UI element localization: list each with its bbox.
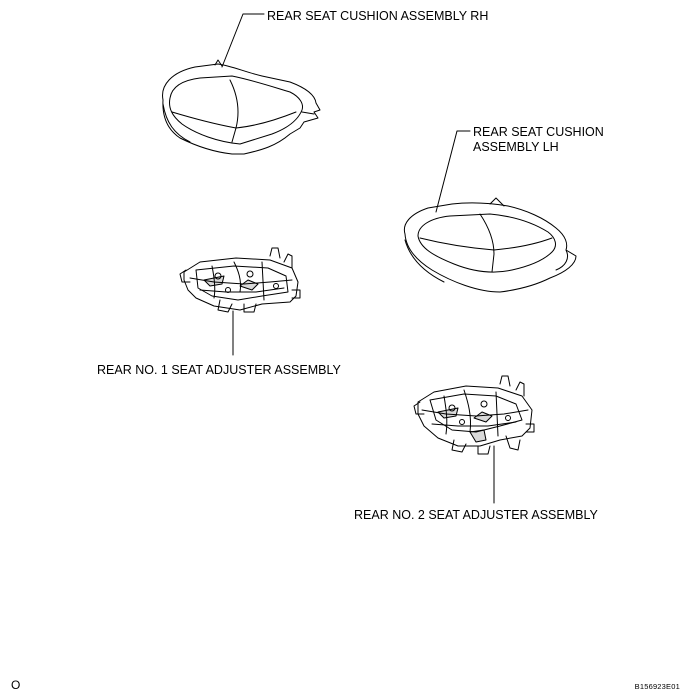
label-rear-seat-cushion-lh: REAR SEAT CUSHION ASSEMBLY LH [473, 125, 604, 155]
seat-adjuster-no1-illustration [179, 247, 301, 313]
document-code: B156923E01 [634, 682, 680, 691]
corner-mark: O [11, 678, 21, 692]
seat-cushion-lh-illustration [403, 197, 577, 293]
label-rear-seat-cushion-rh: REAR SEAT CUSHION ASSEMBLY RH [267, 9, 489, 23]
seat-cushion-rh-illustration [162, 59, 321, 155]
label-rear-seat-cushion-lh-line1: REAR SEAT CUSHION [473, 125, 604, 139]
label-rear-seat-cushion-lh-line2: ASSEMBLY LH [473, 140, 559, 154]
label-rear-no2-seat-adjuster: REAR NO. 2 SEAT ADJUSTER ASSEMBLY [354, 508, 598, 522]
leader-line-cushion-lh [435, 130, 471, 213]
seat-adjuster-no2-illustration [413, 375, 535, 455]
leader-line-cushion-rh [221, 13, 265, 68]
label-rear-no1-seat-adjuster: REAR NO. 1 SEAT ADJUSTER ASSEMBLY [97, 363, 341, 377]
